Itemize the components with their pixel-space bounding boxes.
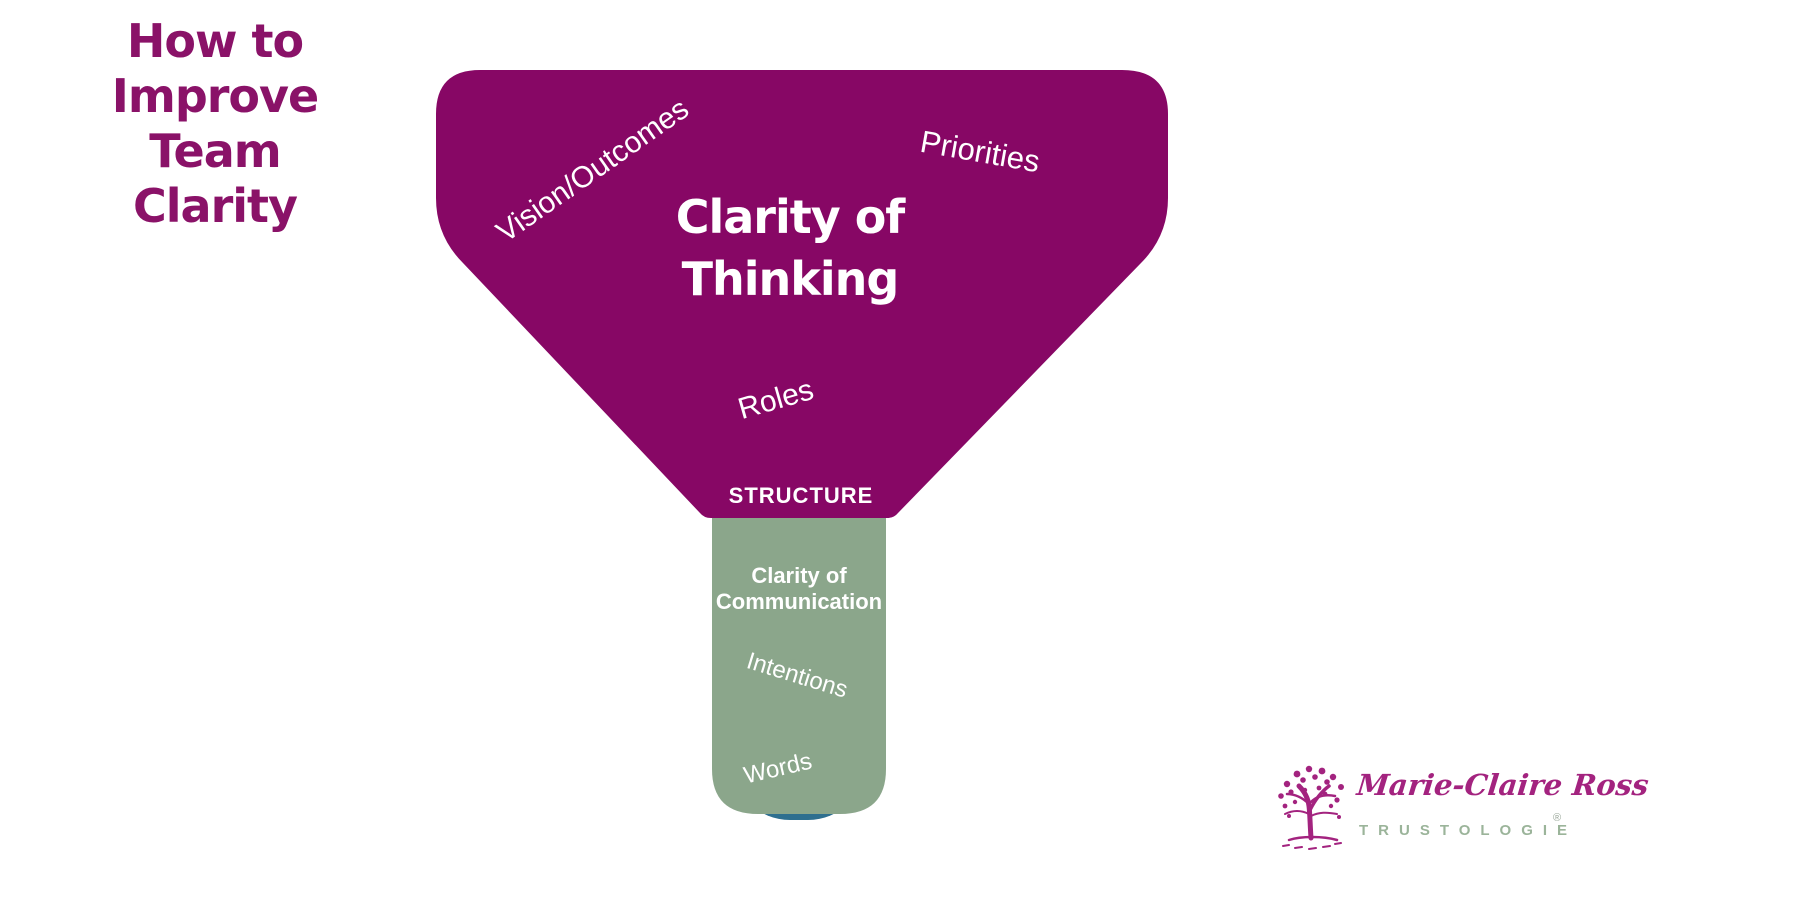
logo-name-text: Marie-Claire Ross xyxy=(1355,768,1651,802)
registered-mark: ® xyxy=(1553,812,1562,824)
heading-clarity-of-communication-line2: Communication xyxy=(715,589,883,614)
heading-clarity-of-communication: Clarity of Communication xyxy=(716,563,882,615)
heading-clarity-of-communication-line1: Clarity of xyxy=(751,563,847,588)
brand-logo: Marie-Claire Ross ® TRUSTOLOGIE xyxy=(1275,760,1650,855)
page-title-line: Team xyxy=(149,124,281,178)
page-title: How to Improve Team Clarity xyxy=(55,14,375,234)
heading-clarity-of-thinking-line2: Thinking xyxy=(681,252,900,306)
page-title-line: Clarity xyxy=(133,179,298,233)
funnel-top-shape xyxy=(436,70,1168,518)
label-structure: STRUCTURE xyxy=(728,483,874,508)
heading-clarity-of-thinking: Clarity of Thinking xyxy=(675,186,906,310)
logo-brand-text: TRUSTOLOGIE xyxy=(1359,822,1578,839)
page-title-line: How to xyxy=(126,14,304,68)
heading-clarity-of-thinking-line1: Clarity of xyxy=(675,190,906,244)
tree-icon xyxy=(1278,765,1344,850)
page-title-line: Improve xyxy=(111,69,319,123)
funnel-stem-shape xyxy=(712,510,886,814)
